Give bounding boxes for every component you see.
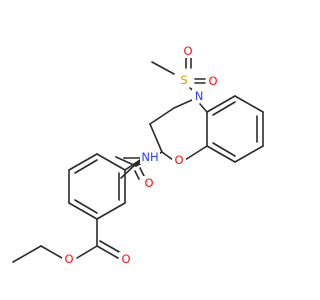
bond-benzo-n: [199, 103, 208, 113]
ring-nitrogen-bg: [192, 89, 206, 103]
amide-nh-label: NH: [141, 150, 158, 164]
bond-benzo-2: [234, 95, 264, 113]
sulfur-label-bg: [177, 73, 191, 87]
sulfur-atom: S: [177, 73, 191, 87]
bond-carbonyl-nh-2: [120, 161, 139, 179]
sulfur-label: S: [180, 73, 187, 87]
sulfonyl-oxygen-right-label: O: [208, 74, 217, 88]
bond-ph-4: [68, 202, 98, 220]
atom-labels: S O O N O O NH O: [62, 44, 220, 266]
ring-nitrogen-label: N: [195, 89, 204, 103]
bond-benzo-1: [206, 95, 236, 113]
sulfonyl-oxygen-right: O: [206, 74, 220, 88]
bond-benzo-inner-1: [212, 101, 236, 116]
sulfonyl-oxygen-right-bg: [206, 74, 220, 88]
ring-oxygen-bg: [172, 153, 186, 167]
bond-ester-co-b: [99, 240, 122, 254]
bond-benzo-4: [234, 145, 264, 163]
bond-ph-inner-1: [74, 159, 98, 174]
ester-carbonyl-oxygen-label: O: [121, 252, 130, 266]
bond-ethyl: [12, 245, 42, 263]
bond-ester-o: [76, 245, 98, 259]
bond-ester-co-a: [96, 245, 119, 259]
ester-carbonyl-oxygen-bg: [119, 252, 133, 266]
ester-oxygen-bg: [62, 252, 76, 266]
bond-amide-co-b: [134, 170, 140, 180]
amide-nh-bg: [140, 150, 160, 164]
bond-benzo-inner-3: [212, 142, 236, 157]
ester-oxygen: O: [62, 252, 76, 266]
amide-nh: NH: [140, 150, 160, 164]
ring-oxygen-label: O: [174, 153, 183, 167]
sulfonyl-oxygen-top: O: [181, 44, 195, 58]
bond-ph-5: [96, 202, 126, 220]
bond-c2-c3: [149, 123, 163, 153]
sulfonyl-oxygen-top-label: O: [183, 44, 192, 58]
sulfonyl-oxygen-top-bg: [181, 44, 195, 58]
amide-oxygen-label: O: [144, 176, 153, 190]
molecule-canvas: S O O N O O NH O: [12, 44, 264, 266]
molecule-structure: S O O N O O NH O: [12, 44, 264, 266]
bond-c3-oring: [161, 151, 174, 161]
bond-oring-benzo: [184, 145, 208, 161]
bonds: [12, 56, 264, 263]
bond-benzo-5: [206, 145, 236, 163]
amide-oxygen-bg: [142, 176, 156, 190]
bond-ph-inner-2: [74, 199, 98, 214]
bond-ph-1: [96, 153, 126, 171]
amide-oxygen: O: [142, 176, 156, 190]
bond-ph-2: [68, 153, 98, 171]
ring-nitrogen: N: [192, 89, 206, 103]
bond-c1-c2: [149, 107, 175, 125]
bond-n-c1: [173, 99, 193, 109]
bond-o-ethyl: [40, 245, 63, 259]
bond-methyl-sulfur: [151, 61, 175, 75]
ester-carbonyl-oxygen: O: [119, 252, 133, 266]
ring-oxygen: O: [172, 153, 186, 167]
bond-amide-co-a: [139, 167, 145, 177]
ester-oxygen-label: O: [64, 252, 73, 266]
